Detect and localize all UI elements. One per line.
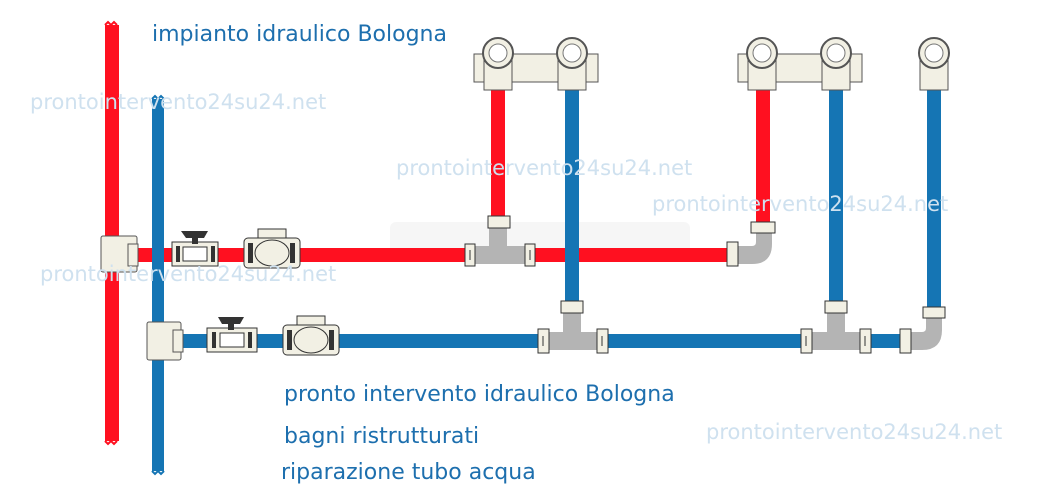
riser-tee-blocks xyxy=(100,235,184,361)
cold-elbow xyxy=(910,318,942,350)
cold-check-valve xyxy=(282,315,340,356)
caption-line-2: bagni ristrutturati xyxy=(284,424,480,449)
cold-main-pipe-e xyxy=(870,334,902,348)
hot-water-network xyxy=(104,20,770,446)
hot-riser-pipe xyxy=(105,25,119,441)
cold-main-pipe-a xyxy=(180,334,210,348)
cold-tee-2 xyxy=(812,332,862,350)
fixture-manifold-2 xyxy=(737,37,863,91)
hot-branch-pipe-2 xyxy=(756,86,770,226)
hot-check-valve xyxy=(243,228,301,269)
caption-line-3: riparazione tubo acqua xyxy=(281,460,536,485)
cold-branch-pipe-3 xyxy=(927,86,941,310)
cold-branch-pipe-2 xyxy=(829,86,843,304)
hot-branch-pipe-1 xyxy=(491,86,505,220)
caption-line-1: pronto intervento idraulico Bologna xyxy=(284,382,675,407)
cold-main-pipe-b xyxy=(256,334,286,348)
socket-rings xyxy=(464,215,946,354)
cold-water-network xyxy=(151,86,941,476)
watermark-4: prontointervento24su24.net xyxy=(40,262,337,286)
fittings-grey xyxy=(474,228,942,350)
cold-main-pipe-d xyxy=(608,334,802,348)
hot-main-pipe-c xyxy=(295,248,467,262)
hot-elbow xyxy=(737,232,772,264)
cold-main-pipe-c xyxy=(338,334,540,348)
fixture-single-3 xyxy=(918,37,950,91)
cold-riser-pipe xyxy=(152,99,164,471)
watermark-1: prontointervento24su24.net xyxy=(30,90,327,114)
fixture-manifold-1 xyxy=(473,37,599,91)
diagram-title: impianto idraulico Bologna xyxy=(152,22,447,47)
cold-tee-1 xyxy=(548,332,600,350)
watermark-5: prontointervento24su24.net xyxy=(706,420,1003,444)
cold-branch-pipe-1 xyxy=(565,86,579,304)
hot-ball-valve xyxy=(171,231,219,267)
cold-ball-valve xyxy=(206,317,258,353)
watermark-3: prontointervento24su24.net xyxy=(652,192,949,216)
hot-main-pipe-b xyxy=(212,248,252,262)
hot-tee xyxy=(474,246,528,264)
hot-main-pipe-d xyxy=(535,248,729,262)
watermark-2: prontointervento24su24.net xyxy=(396,156,693,180)
